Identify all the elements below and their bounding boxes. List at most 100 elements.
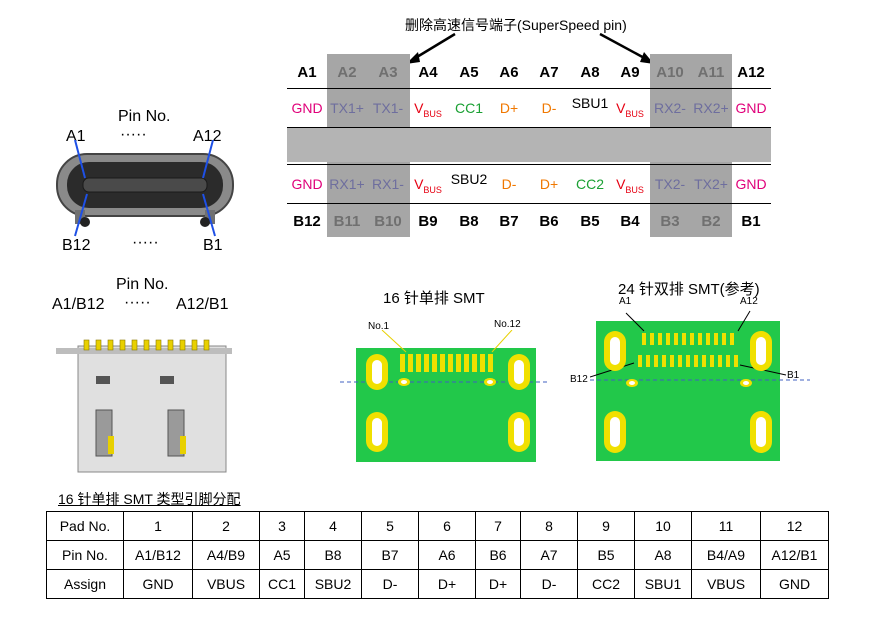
pin-label: B9 [418, 213, 438, 230]
table-cell: B5 [577, 540, 635, 570]
signal-cell: RX1- [372, 176, 404, 192]
pin-label: B7 [499, 213, 519, 230]
signal-cell: GND [735, 100, 767, 116]
signal-cell: SBU2 [450, 171, 488, 187]
table-cell: SBU1 [634, 569, 692, 599]
table-cell: Pad No. [46, 511, 124, 541]
connector-side-illustration [56, 339, 232, 473]
table-cell: CC2 [577, 569, 635, 599]
table-cell: B8 [304, 540, 362, 570]
table-cell: 8 [520, 511, 578, 541]
table-cell: GND [760, 569, 829, 599]
pin-label: B2 [701, 213, 721, 230]
table-cell: CC1 [259, 569, 305, 599]
pin-label: B12 [293, 213, 321, 230]
table-cell: 3 [259, 511, 305, 541]
pin-label: B11 [333, 213, 361, 230]
table-cell: Pin No. [46, 540, 124, 570]
table-cell: B7 [361, 540, 419, 570]
signal-cell: D+ [539, 176, 559, 192]
table-cell: A6 [418, 540, 476, 570]
pin-label: B1 [741, 213, 761, 230]
signal-cell: TX2- [654, 176, 686, 192]
tongue-band [287, 128, 771, 162]
pin-label: A5 [459, 64, 479, 81]
front-dots-top: ····· [120, 126, 147, 143]
signal-cell: TX1+ [330, 100, 364, 116]
table-cell: 10 [634, 511, 692, 541]
side-dots: ····· [124, 294, 151, 311]
table-cell: A8 [634, 540, 692, 570]
pin-label: B3 [660, 213, 680, 230]
pin-label: B8 [459, 213, 479, 230]
signal-cell: GND [291, 176, 323, 192]
table-cell: 11 [691, 511, 761, 541]
table-cell: 7 [475, 511, 521, 541]
signal-cell: RX2- [654, 100, 686, 116]
front-b12-label: B12 [62, 237, 91, 254]
bottom-signal-row: GND RX1+ RX1- VBUS SBU2 D- D+ CC2 VBUS T… [287, 164, 771, 204]
signal-cell: GND [291, 100, 323, 116]
pcb24-footprint [590, 310, 810, 461]
front-b1-label: B1 [203, 237, 223, 254]
pcb16-title: 16 针单排 SMT [383, 290, 485, 307]
table-cell: 9 [577, 511, 635, 541]
table-cell: D+ [475, 569, 521, 599]
table-cell: 12 [760, 511, 829, 541]
table-cell: D- [361, 569, 419, 599]
pinout-diagram: A1 A2 A3 A4 A5 A6 A7 A8 A9 A10 A11 A12 G… [287, 52, 771, 238]
vbus-cell: VBUS [616, 176, 644, 195]
signal-cell: TX1- [372, 100, 404, 116]
table-cell: SBU2 [304, 569, 362, 599]
signal-cell: CC1 [454, 100, 483, 116]
signal-cell: TX2+ [694, 176, 728, 192]
table-cell: D+ [418, 569, 476, 599]
pin-label: A7 [539, 64, 559, 81]
table-row: Assign GND VBUS CC1 SBU2 D- D+ D+ D- CC2… [46, 569, 829, 599]
table-caption: 16 针单排 SMT 类型引脚分配 [58, 491, 241, 507]
pin-label: A2 [337, 64, 357, 81]
vbus-cell: VBUS [414, 100, 442, 119]
table-cell: GND [123, 569, 193, 599]
pin-label: B5 [580, 213, 600, 230]
pcb24-a1: A1 [619, 296, 632, 307]
signal-cell: SBU1 [571, 95, 609, 111]
pin-label: A8 [580, 64, 600, 81]
pin-label: B4 [620, 213, 640, 230]
superspeed-note: 删除高速信号端子(SuperSpeed pin) [405, 17, 627, 33]
table-row: Pad No. 1 2 3 4 5 6 7 8 9 10 11 12 [46, 511, 829, 541]
pin-label: A11 [697, 64, 725, 81]
top-pin-row: A1 A2 A3 A4 A5 A6 A7 A8 A9 A10 A11 A12 [287, 64, 771, 84]
pin-assignment-table: Pad No. 1 2 3 4 5 6 7 8 9 10 11 12 Pin N… [46, 511, 829, 599]
table-cell: A4/B9 [192, 540, 260, 570]
signal-cell: CC2 [575, 176, 604, 192]
front-a12-label: A12 [193, 128, 222, 145]
table-cell: D- [520, 569, 578, 599]
pcb24-b12: B12 [570, 374, 588, 385]
signal-cell: D- [541, 100, 557, 116]
signal-cell: RX1+ [329, 176, 365, 192]
signal-cell: D- [501, 176, 517, 192]
pin-label: A4 [418, 64, 438, 81]
signal-cell: RX2+ [693, 100, 729, 116]
pcb24-b1: B1 [787, 370, 800, 381]
table-cell: A12/B1 [760, 540, 829, 570]
vbus-cell: VBUS [616, 100, 644, 119]
pcb16-no1: No.1 [368, 321, 390, 332]
side-pin-title: Pin No. [116, 276, 169, 293]
front-a1-label: A1 [66, 128, 86, 145]
pcb16-footprint [340, 330, 550, 462]
table-cell: 5 [361, 511, 419, 541]
table-cell: B6 [475, 540, 521, 570]
pin-label: A9 [620, 64, 640, 81]
pin-label: A1 [297, 64, 317, 81]
table-cell: 1 [123, 511, 193, 541]
connector-front-illustration [56, 140, 234, 237]
vbus-cell: VBUS [414, 176, 442, 195]
pin-label: A6 [499, 64, 519, 81]
pcb24-a12: A12 [740, 296, 758, 307]
bottom-pin-row: B12 B11 B10 B9 B8 B7 B6 B5 B4 B3 B2 B1 [287, 213, 771, 233]
pin-label: A3 [378, 64, 398, 81]
table-cell: VBUS [691, 569, 761, 599]
pcb16-no12: No.12 [494, 319, 521, 330]
